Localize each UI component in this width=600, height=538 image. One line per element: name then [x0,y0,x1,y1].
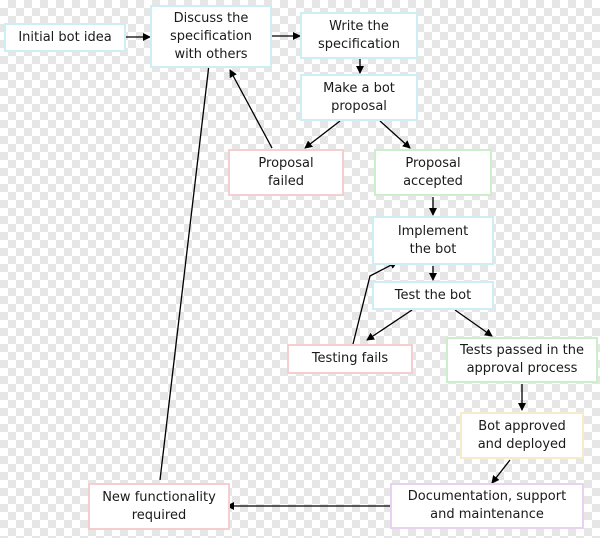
node-discuss-specification-label: Discuss the specification with others [170,10,252,62]
node-new-functionality-label: New functionality required [102,489,216,523]
arrow-new-to-discuss [159,55,214,481]
node-test-bot-label: Test the bot [394,287,472,303]
arrow-approved-to-documentation [491,459,511,484]
node-documentation: Documentation, support and maintenance [390,483,584,529]
arrow-test-to-fails [366,309,413,341]
node-testing-fails-label: Testing fails [311,351,389,366]
node-implement-bot-label: Implement the bot [397,223,469,257]
node-proposal-failed-label: Proposal failed [258,155,314,189]
node-write-specification-label: Write the specification [318,18,400,52]
arrow-test-to-passed [454,309,493,337]
arrow-failed-to-discuss [229,69,273,149]
node-make-bot-proposal: Make a bot proposal [300,74,418,121]
node-make-bot-proposal-label: Make a bot proposal [323,80,395,114]
arrow-proposal-to-failed [304,120,341,149]
node-discuss-specification: Discuss the specification with others [150,5,272,68]
node-tests-passed: Tests passed in the approval process [446,337,598,383]
arrow-proposal-to-accepted [379,120,411,149]
node-implement-bot: Implement the bot [372,216,494,265]
node-write-specification: Write the specification [300,12,418,59]
node-initial-bot-idea-label: Initial bot idea [18,29,112,45]
node-new-functionality: New functionality required [88,483,230,530]
node-testing-fails: Testing fails [287,344,413,374]
node-bot-approved-label: Bot approved and deployed [477,418,567,452]
node-documentation-label: Documentation, support and maintenance [407,489,567,522]
node-bot-approved: Bot approved and deployed [460,412,584,459]
node-initial-bot-idea: Initial bot idea [4,23,126,52]
node-proposal-accepted: Proposal accepted [374,149,492,196]
node-test-bot: Test the bot [372,281,494,310]
node-tests-passed-label: Tests passed in the approval process [460,343,584,376]
node-proposal-failed: Proposal failed [228,149,344,196]
node-proposal-accepted-label: Proposal accepted [403,155,463,189]
